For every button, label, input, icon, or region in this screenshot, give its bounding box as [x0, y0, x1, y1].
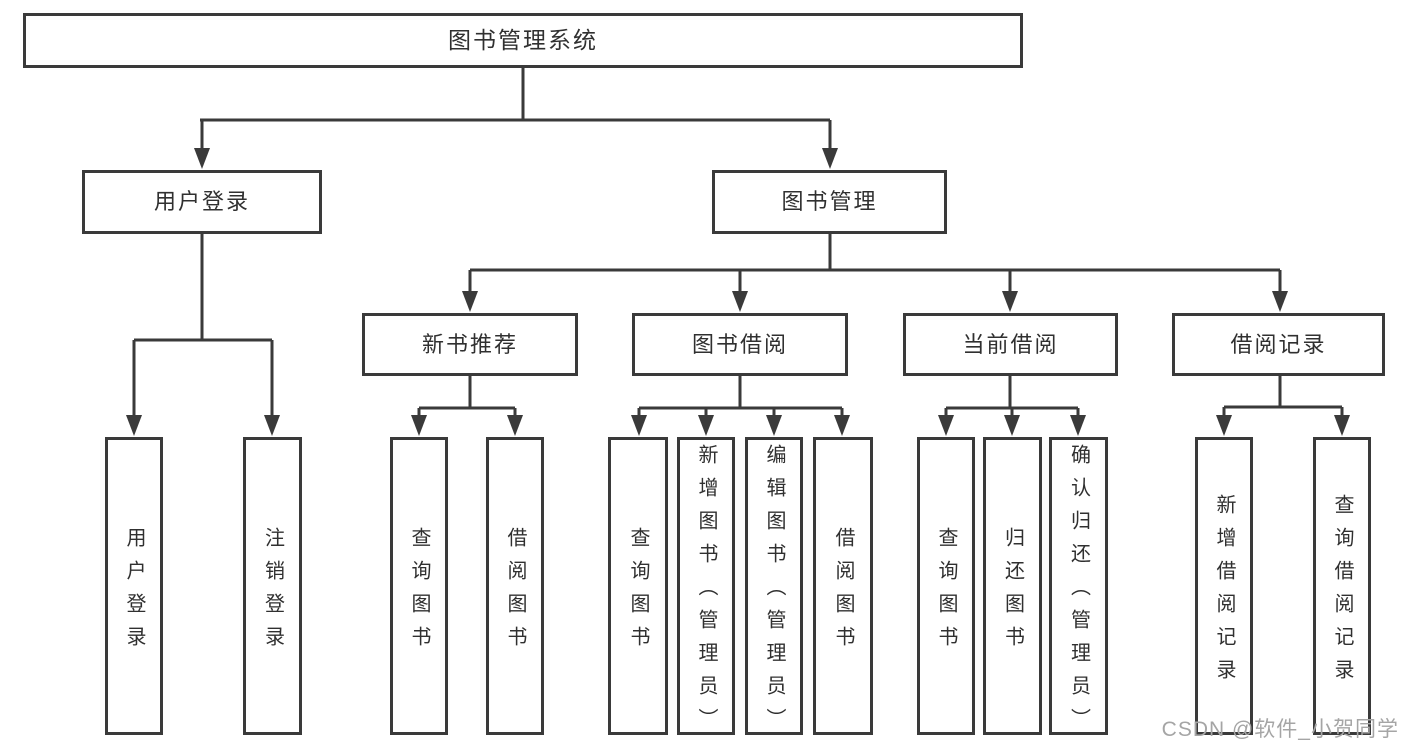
node-leaf-borrow-books-recommend-label: 借阅图书 — [504, 526, 526, 659]
node-borrowing-records-label: 借阅记录 — [1230, 331, 1327, 357]
node-leaf-confirm-return-admin: 确认归还（管理员） — [1049, 437, 1108, 741]
node-leaf-query-borrow-record-label: 查询借阅记录 — [1331, 493, 1353, 692]
node-root-system: 图书管理系统 — [23, 13, 1023, 68]
node-leaf-query-books-borrow: 查询图书 — [608, 437, 668, 735]
node-leaf-query-books-borrow-label: 查询图书 — [627, 526, 649, 659]
node-leaf-logout: 注销登录 — [243, 437, 302, 735]
node-root-system-label: 图书管理系统 — [448, 27, 598, 53]
node-new-book-recommend: 新书推荐 — [362, 313, 578, 376]
node-leaf-query-borrow-record: 查询借阅记录 — [1313, 437, 1371, 735]
node-leaf-query-books-current-label: 查询图书 — [935, 526, 957, 659]
node-book-borrowing-label: 图书借阅 — [691, 331, 788, 357]
node-leaf-borrow-books: 借阅图书 — [813, 437, 873, 735]
node-leaf-add-borrow-record: 新增借阅记录 — [1195, 437, 1253, 735]
node-current-borrowing-label: 当前借阅 — [962, 331, 1059, 357]
node-leaf-user-login: 用户登录 — [105, 437, 163, 735]
node-leaf-confirm-return-admin-label: 确认归还（管理员） — [1067, 444, 1090, 741]
node-leaf-add-borrow-record-label: 新增借阅记录 — [1213, 493, 1235, 692]
watermark: CSDN @软件_小贺同学 — [1161, 717, 1399, 741]
node-leaf-query-books-recommend: 查询图书 — [390, 437, 448, 735]
node-leaf-borrow-books-label: 借阅图书 — [832, 526, 854, 659]
node-book-management-branch: 图书管理 — [712, 170, 947, 234]
node-leaf-user-login-label: 用户登录 — [123, 526, 145, 659]
node-leaf-add-book-admin: 新增图书（管理员） — [677, 437, 735, 741]
node-current-borrowing: 当前借阅 — [903, 313, 1118, 376]
node-leaf-edit-book-admin: 编辑图书（管理员） — [745, 437, 803, 741]
node-new-book-recommend-label: 新书推荐 — [421, 331, 518, 357]
node-leaf-query-books-current: 查询图书 — [917, 437, 975, 735]
node-leaf-logout-label: 注销登录 — [261, 526, 284, 659]
node-leaf-return-books-label: 归还图书 — [1001, 526, 1024, 659]
node-user-login-branch: 用户登录 — [82, 170, 322, 234]
node-leaf-edit-book-admin-label: 编辑图书（管理员） — [763, 444, 785, 741]
node-leaf-borrow-books-recommend: 借阅图书 — [486, 437, 544, 735]
node-leaf-return-books: 归还图书 — [983, 437, 1042, 735]
node-book-management-branch-label: 图书管理 — [781, 189, 878, 214]
node-book-borrowing: 图书借阅 — [632, 313, 848, 376]
node-borrowing-records: 借阅记录 — [1172, 313, 1385, 376]
node-leaf-query-books-recommend-label: 查询图书 — [408, 526, 430, 659]
node-leaf-add-book-admin-label: 新增图书（管理员） — [695, 444, 717, 741]
node-user-login-branch-label: 用户登录 — [153, 189, 250, 214]
